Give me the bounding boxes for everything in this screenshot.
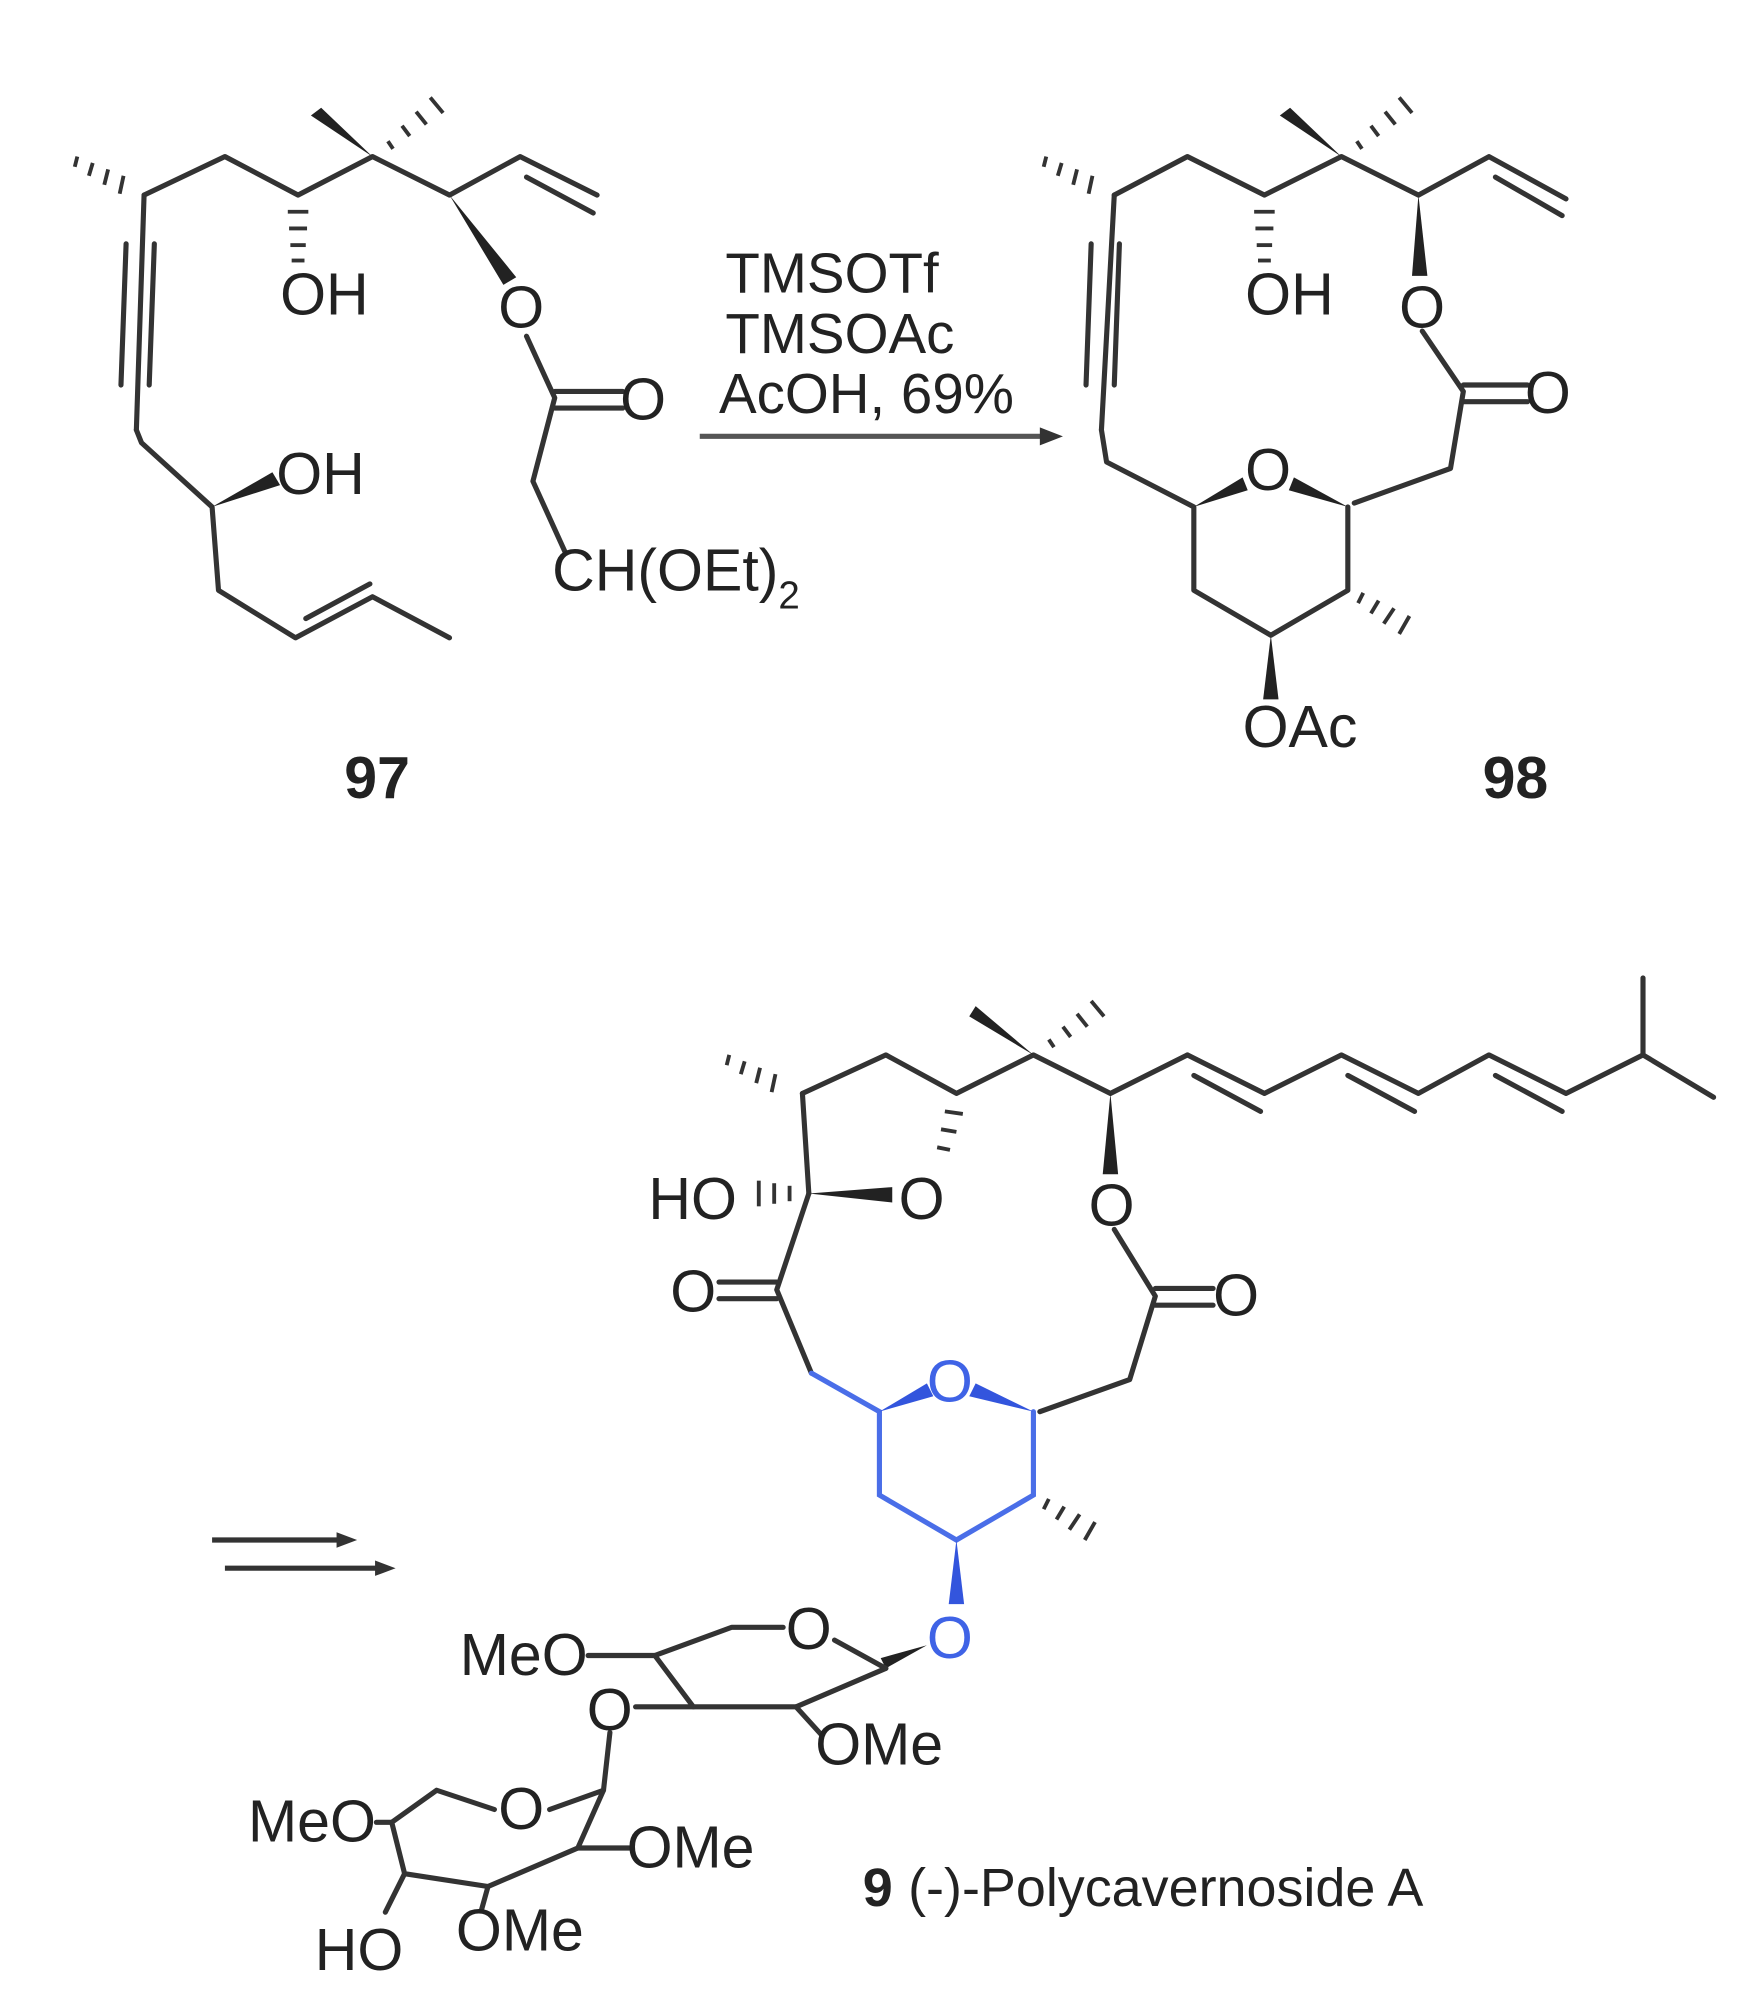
atom-label: O bbox=[927, 1605, 973, 1671]
atom-label: MeO bbox=[460, 1622, 588, 1688]
multistep-arrows bbox=[212, 1532, 396, 1576]
atom-label: OH bbox=[1245, 261, 1334, 327]
atom-label: OAc bbox=[1243, 694, 1358, 760]
compound-98-structure: OH O O O OAc bbox=[1041, 96, 1571, 760]
atom-label: O bbox=[1399, 274, 1445, 340]
atom-label: O bbox=[670, 1259, 716, 1325]
reagent-3-conditions: AcOH, 69% bbox=[719, 362, 1014, 425]
atom-label: OMe bbox=[627, 1814, 755, 1880]
compound-label-97: 97 bbox=[344, 745, 410, 811]
hashed-bond bbox=[72, 156, 126, 195]
atom-label: CH(OEt)2 bbox=[552, 537, 800, 617]
atom-label: OH bbox=[276, 441, 365, 507]
atom-label: O bbox=[1525, 360, 1571, 426]
reagent-2: TMSOAc bbox=[725, 302, 954, 365]
compound-label-9: 9(-)-Polycavernoside A bbox=[863, 1858, 1424, 1918]
atom-label: OMe bbox=[456, 1898, 584, 1964]
reaction-arrow bbox=[699, 427, 1063, 446]
atom-label: O bbox=[1213, 1262, 1259, 1328]
atom-label: O bbox=[786, 1596, 832, 1662]
compound-label-98: 98 bbox=[1483, 745, 1549, 811]
atom-label: MeO bbox=[248, 1789, 376, 1855]
atom-label: HO bbox=[648, 1166, 737, 1232]
atom-label: O bbox=[1245, 437, 1291, 503]
compound-97-structure: OH O O OH CH(OEt)2 bbox=[72, 96, 800, 641]
atom-label: O bbox=[498, 1776, 544, 1842]
atom-label: O bbox=[927, 1348, 973, 1414]
polycavernoside-a-structure: HO O O O O O O MeO O OMe O MeO OMe HO OM… bbox=[248, 975, 1717, 1983]
atom-label: O bbox=[498, 274, 544, 340]
atom-label: OMe bbox=[815, 1712, 943, 1778]
atom-label: O bbox=[899, 1166, 945, 1232]
atom-label: O bbox=[620, 367, 666, 433]
atom-label: O bbox=[587, 1677, 633, 1743]
atom-label: O bbox=[1089, 1173, 1135, 1239]
atom-label: HO bbox=[315, 1917, 404, 1983]
atom-label: OH bbox=[280, 261, 369, 327]
reagent-1: TMSOTf bbox=[725, 242, 939, 305]
